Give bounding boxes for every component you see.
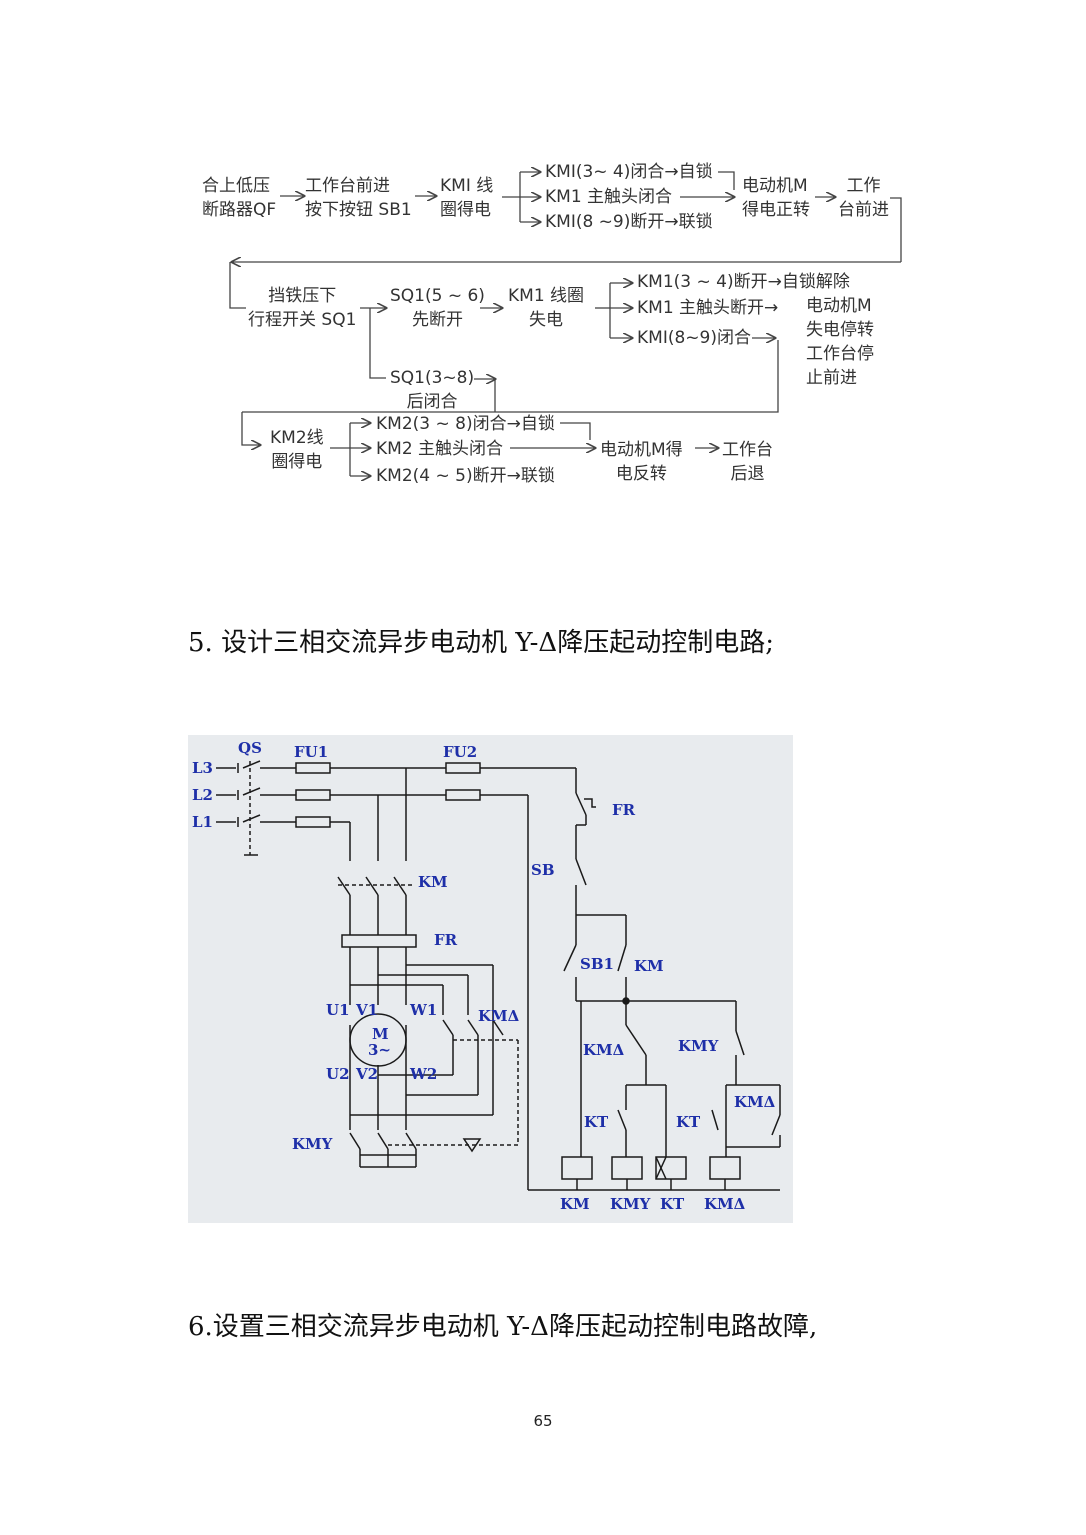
label-u1: U1 — [326, 1001, 350, 1019]
label-kt-1: KT — [584, 1113, 609, 1131]
fc-table-back: 工作台 后退 — [722, 440, 773, 484]
fc-km1-interlock: KMI(8 ~9)断开→联锁 — [545, 212, 713, 232]
flowchart: 合上低压 断路器QF 工作台前进 按下按钮 SB1 KMI 线 圈得电 KMI(… — [190, 150, 910, 500]
fc-press-sq1: 挡铁压下 行程开关 SQ1 — [248, 286, 357, 330]
fc-motor-stop: 电动机M 失电停转 工作台停 止前进 — [806, 296, 874, 388]
fc-motor-reverse: 电动机M得 电反转 — [600, 440, 683, 484]
fc-km1-coil-off: KM1 线圈 失电 — [508, 286, 585, 330]
fc-km1-selflock: KMI(3~ 4)闭合→自锁 — [545, 162, 713, 182]
label-l3: L3 — [192, 759, 213, 777]
label-v1: V1 — [356, 1001, 379, 1019]
fc-km1-main-close: KM1 主触头闭合 — [545, 187, 673, 207]
page-number: 65 — [533, 1412, 553, 1430]
fc-sq1-38-close: SQ1(3~8) 后闭合 — [390, 368, 475, 412]
label-sb: SB — [531, 861, 555, 879]
label-fu2: FU2 — [443, 743, 478, 761]
label-km-delta-hold: KMΔ — [734, 1093, 776, 1111]
fc-sq1-56-open: SQ1(5 ~ 6) 先断开 — [390, 286, 485, 330]
label-coil-km: KM — [560, 1195, 590, 1213]
fc-table-forward: 工作 台前进 — [838, 176, 889, 220]
label-sb1: SB1 — [580, 955, 614, 973]
label-km-delta-nc: KMΔ — [583, 1041, 625, 1059]
label-kmy-main: KMY — [292, 1135, 333, 1153]
fc-km2-selflock: KM2(3 ~ 8)闭合→自锁 — [376, 414, 555, 434]
label-km-main: KM — [418, 873, 448, 891]
label-qs: QS — [238, 739, 262, 757]
label-l2: L2 — [192, 786, 213, 804]
circuit-wiring — [216, 760, 781, 1191]
circuit-diagram: QS FU1 FU2 L3 L2 L1 KM FR FR SB SB1 KM U… — [188, 735, 793, 1223]
label-motor-m: M — [372, 1025, 389, 1043]
fc-km2-interlock: KM2(4 ~ 5)断开→联锁 — [376, 466, 555, 486]
label-w2: W2 — [410, 1065, 438, 1083]
label-km-hold: KM — [634, 957, 664, 975]
label-motor-3: 3~ — [368, 1041, 392, 1059]
label-coil-km-delta: KMΔ — [704, 1195, 746, 1213]
label-u2: U2 — [326, 1065, 350, 1083]
fc-km2-main-close: KM2 主触头闭合 — [376, 439, 504, 459]
label-kmy-nc: KMY — [678, 1037, 719, 1055]
label-fr-ctrl: FR — [612, 801, 636, 819]
fc-km2-coil-on: KM2线 圈得电 — [270, 428, 324, 472]
label-w1: W1 — [410, 1001, 438, 1019]
fc-km1-selflock-release: KM1(3 ~ 4)断开→自锁解除 — [637, 272, 850, 292]
label-coil-kt: KT — [660, 1195, 685, 1213]
label-fr-main: FR — [434, 931, 458, 949]
section-heading-6: 6.设置三相交流异步电动机 Y-Δ降压起动控制电路故障, — [188, 1312, 818, 1342]
label-coil-kmy: KMY — [610, 1195, 651, 1213]
label-l1: L1 — [192, 813, 213, 831]
label-fu1: FU1 — [294, 743, 329, 761]
fc-km1-coil-on: KMI 线 圈得电 — [440, 176, 494, 220]
fc-motor-forward: 电动机M 得电正转 — [742, 176, 810, 220]
section-heading-5: 5. 设计三相交流异步电动机 Y-Δ降压起动控制电路; — [188, 628, 774, 658]
fc-close-qf: 合上低压 断路器QF — [202, 176, 277, 220]
flowchart-arrows — [229, 150, 902, 500]
fc-km1-89-close: KMI(8~9)闭合 — [637, 328, 751, 348]
fc-press-sb1: 工作台前进 按下按钮 SB1 — [305, 176, 412, 220]
fc-km1-main-open: KM1 主触头断开→ — [637, 298, 779, 318]
label-km-delta-main: KMΔ — [478, 1007, 520, 1025]
label-kt-2: KT — [676, 1113, 701, 1131]
label-v2: V2 — [356, 1065, 379, 1083]
